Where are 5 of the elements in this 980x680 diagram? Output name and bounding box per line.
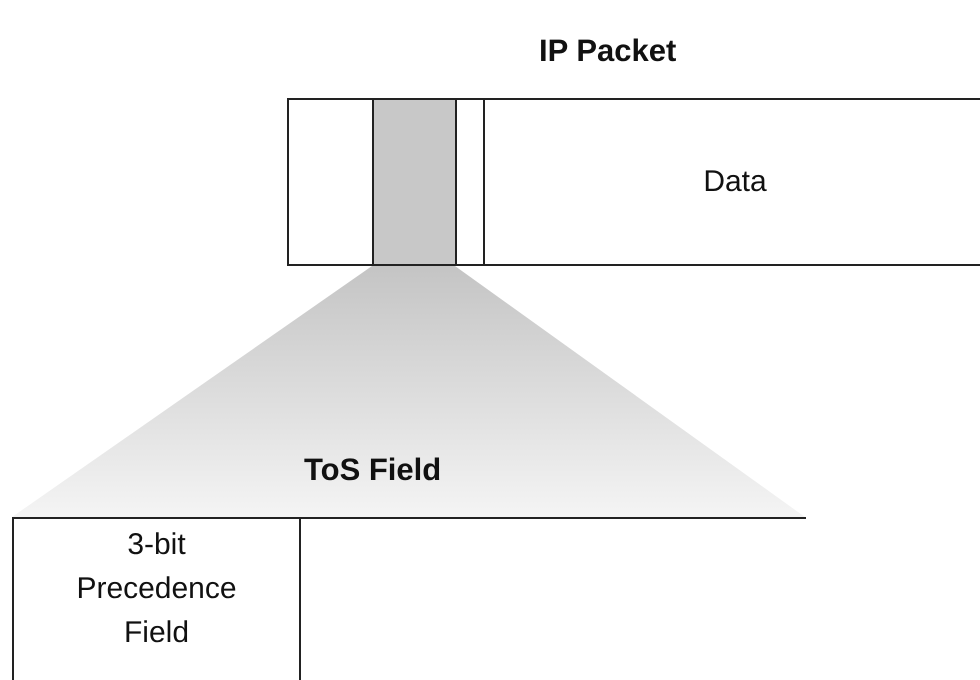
heading: ToS Field [304,451,442,489]
tos-segment [374,100,457,264]
heading: IP Packet [539,32,676,70]
field-label: Data [703,164,767,200]
field-label: 3-bit Precedence Field [75,527,238,651]
